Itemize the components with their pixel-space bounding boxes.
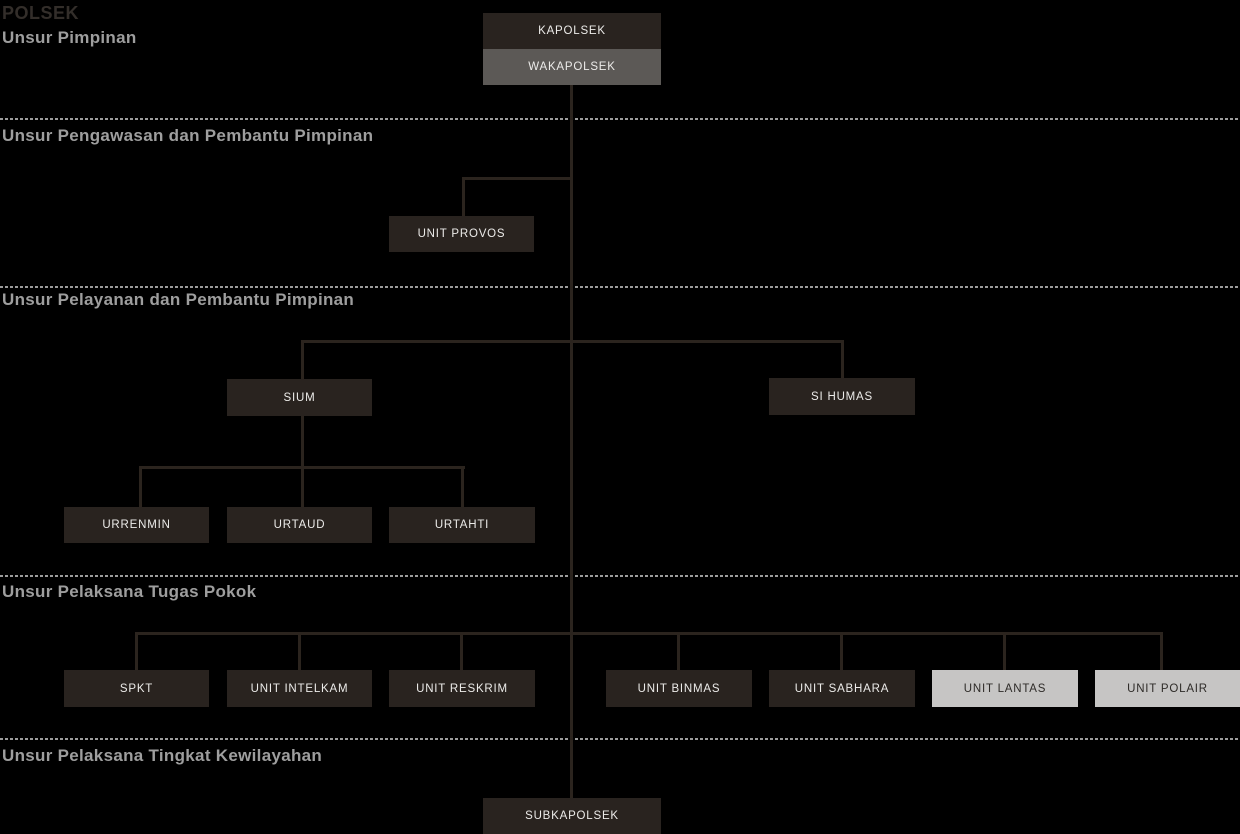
connector-urtahti-drop [461, 466, 464, 507]
node-si-humas[interactable]: SI HUMAS [769, 378, 915, 415]
connector-polair-drop [1160, 632, 1163, 670]
connector-pelayanan-horizontal [301, 340, 844, 343]
node-subkapolsek[interactable]: SUBKAPOLSEK [483, 798, 661, 834]
connector-reskrim-drop [460, 632, 463, 670]
node-unit-lantas[interactable]: UNIT LANTAS [932, 670, 1078, 707]
node-unit-polair[interactable]: UNIT POLAIR [1095, 670, 1240, 707]
node-sium[interactable]: SIUM [227, 379, 372, 416]
page-title: POLSEK [2, 3, 80, 23]
connector-binmas-drop [677, 632, 680, 670]
node-urrenmin[interactable]: URRENMIN [64, 507, 209, 543]
connector-provos-horizontal [462, 177, 573, 180]
connector-provos-drop [462, 177, 465, 216]
node-urtahti[interactable]: URTAHTI [389, 507, 535, 543]
node-unit-provos[interactable]: UNIT PROVOS [389, 216, 534, 252]
node-unit-reskrim[interactable]: UNIT RESKRIM [389, 670, 535, 707]
node-unit-binmas[interactable]: UNIT BINMAS [606, 670, 752, 707]
connector-lantas-drop [1003, 632, 1006, 670]
connector-sium-drop [301, 340, 304, 379]
connector-sihumas-drop [841, 340, 844, 378]
node-wakapolsek[interactable]: WAKAPOLSEK [483, 49, 661, 85]
section-divider [0, 286, 1240, 288]
node-unit-sabhara[interactable]: UNIT SABHARA [769, 670, 915, 707]
section-divider [0, 575, 1240, 577]
section-label-kewilayahan: Unsur Pelaksana Tingkat Kewilayahan [2, 746, 323, 765]
section-label-pengawasan: Unsur Pengawasan dan Pembantu Pimpinan [2, 126, 374, 145]
connector-main-trunk [570, 85, 573, 798]
section-label-tugas-pokok: Unsur Pelaksana Tugas Pokok [2, 582, 257, 601]
node-unit-intelkam[interactable]: UNIT INTELKAM [227, 670, 372, 707]
connector-sabhara-drop [840, 632, 843, 670]
connector-tugas-pokok-horizontal [135, 632, 1163, 635]
connector-sium-down [301, 416, 304, 469]
connector-urrenmin-drop [139, 466, 142, 507]
section-label-pelayanan: Unsur Pelayanan dan Pembantu Pimpinan [2, 290, 355, 309]
section-divider [0, 738, 1240, 740]
node-kapolsek[interactable]: KAPOLSEK [483, 13, 661, 49]
section-divider [0, 118, 1240, 120]
connector-urtaud-drop [301, 466, 304, 507]
connector-intelkam-drop [298, 632, 301, 670]
connector-spkt-drop [135, 632, 138, 670]
section-label-pimpinan: Unsur Pimpinan [2, 28, 137, 47]
node-urtaud[interactable]: URTAUD [227, 507, 372, 543]
node-spkt[interactable]: SPKT [64, 670, 209, 707]
